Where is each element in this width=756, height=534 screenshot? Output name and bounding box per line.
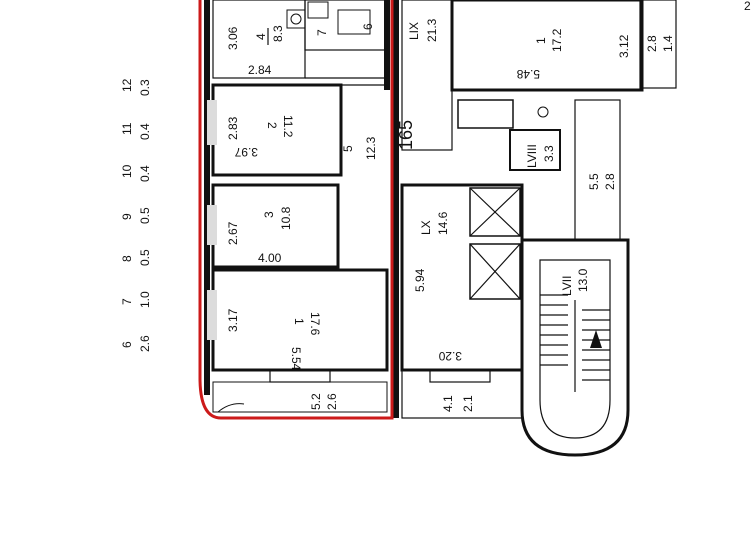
room-2-width: 2.83 [226, 116, 240, 140]
legend-10: 10 [120, 164, 134, 178]
shaft-block [457, 99, 514, 129]
room-4-width: 3.06 [226, 26, 240, 50]
lx-area: 14.6 [436, 211, 450, 235]
top-room-width: 5.48 [516, 67, 540, 81]
lx-name: LX [419, 220, 433, 235]
bath-number: 6 [361, 23, 375, 30]
lift-shaft-1 [469, 187, 521, 237]
legend-11-value: 0.4 [138, 123, 152, 140]
room-2-area: 11.2 [281, 115, 295, 138]
height-165: 165 [396, 120, 416, 150]
lix-area: 21.3 [425, 18, 439, 42]
balcony-top [639, 0, 677, 89]
legend-10-value: 0.4 [138, 165, 152, 182]
room-1-width: 3.17 [226, 308, 240, 332]
bath-side-label: 7 [315, 29, 329, 36]
top-side-a: 2.8 [645, 35, 659, 52]
lviii-closet [509, 129, 561, 171]
top-room-name: 1 [534, 37, 548, 44]
lower-b: 2.1 [461, 395, 475, 412]
window-room-3 [207, 205, 217, 245]
room-3-width: 2.67 [226, 221, 240, 245]
left-legend: 12 0.3 11 0.4 10 0.4 9 0.5 8 0.5 7 1.0 6… [120, 78, 152, 352]
legend-9: 9 [120, 213, 134, 220]
lift-x4 [469, 243, 521, 300]
window-room-1 [207, 290, 217, 340]
legend-7-value: 1.0 [138, 291, 152, 308]
room-3-depth: 4.00 [258, 251, 282, 265]
legend-7: 7 [120, 298, 134, 305]
legend-6-value: 2.6 [138, 335, 152, 352]
lift-shaft-2 [469, 243, 521, 300]
room-4-area: 8.3 [271, 25, 285, 42]
balcony-door [269, 369, 331, 383]
burner-icon [290, 13, 302, 25]
entrance-door [429, 369, 491, 383]
room-1-name: 1 [292, 318, 306, 325]
top-room-area: 17.2 [550, 28, 564, 52]
balcony [212, 381, 388, 413]
window-room-2 [207, 100, 217, 145]
room-3-area: 10.8 [279, 206, 293, 230]
sink-icon [307, 1, 329, 19]
legend-8: 8 [120, 255, 134, 262]
lvii-area: 13.0 [576, 268, 590, 292]
balcony-label-b: 2.6 [325, 393, 339, 410]
right-corridor-b: 2.8 [603, 173, 617, 190]
top-room-depth: 3.12 [617, 34, 631, 58]
room-4-name: 4 [254, 33, 268, 40]
legend-12: 12 [120, 78, 134, 92]
legend-11: 11 [120, 122, 134, 135]
legend-8-value: 0.5 [138, 249, 152, 266]
balcony-label-a: 5.2 [309, 393, 323, 410]
lvii-name: LVII [560, 276, 574, 296]
room-1-depth: 5.54 [289, 347, 303, 371]
drain-icon [537, 106, 549, 118]
room-3-name: 3 [262, 211, 276, 218]
room-2-name: 2 [265, 122, 279, 129]
lift-x2 [469, 187, 521, 237]
legend-12-value: 0.3 [138, 79, 152, 96]
room-4-depth: 2.84 [248, 63, 272, 77]
lx-bottom: 3.20 [438, 349, 462, 363]
door-swing [217, 403, 245, 413]
staircase [520, 238, 630, 457]
selected-apartment-outline [198, 0, 394, 420]
legend-9-value: 0.5 [138, 207, 152, 224]
stair-arrow-icon [590, 330, 602, 348]
stair-treads [540, 294, 610, 392]
room-4 [212, 0, 306, 79]
top-side-b: 1.4 [661, 35, 675, 52]
right-corridor [574, 99, 621, 241]
corner-label: 2 [744, 0, 751, 13]
lviii-name: LVIII [525, 144, 539, 168]
bathtub-icon [337, 9, 371, 35]
room-1-top [450, 0, 644, 92]
stair-inner [539, 259, 611, 439]
lx-dimension: 5.94 [413, 268, 427, 292]
room-5-name: 5 [341, 145, 355, 152]
bathroom [304, 0, 388, 51]
room-2-depth: 3.97 [234, 145, 258, 159]
lower-a: 4.1 [441, 395, 455, 412]
room-5-area: 12.3 [364, 136, 378, 160]
legend-6: 6 [120, 341, 134, 348]
lviii-area: 3.3 [542, 145, 556, 162]
room-1-area: 17.6 [308, 312, 322, 336]
right-corridor-a: 5.5 [587, 173, 601, 190]
lix-name: LIX [407, 22, 421, 40]
